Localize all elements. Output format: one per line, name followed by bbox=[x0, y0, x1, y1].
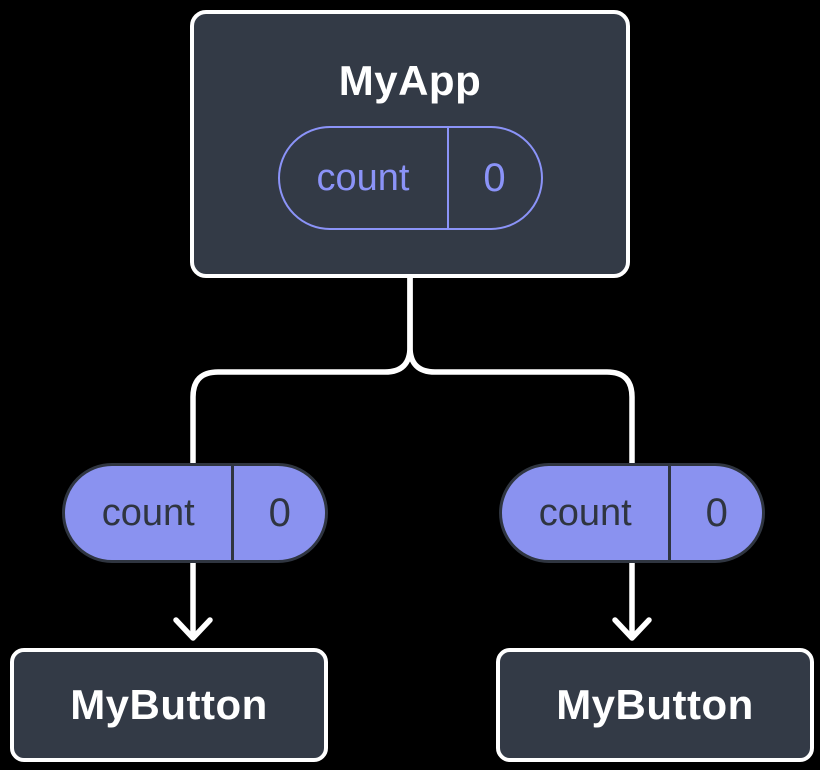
prop-pill-value-segment: 0 bbox=[268, 490, 291, 535]
root-state-pill: count 0 bbox=[277, 126, 543, 231]
root-component-box: MyApp count 0 bbox=[190, 10, 630, 278]
root-component-title: MyApp bbox=[338, 56, 482, 104]
arrowhead-right-icon bbox=[612, 617, 652, 641]
child-component-box-left: MyButton bbox=[10, 648, 328, 762]
prop-pill-left: count 0 bbox=[62, 463, 328, 563]
prop-pill-right: count 0 bbox=[499, 463, 765, 563]
prop-pill-value-segment: 0 bbox=[705, 490, 728, 535]
connector-right-branch bbox=[407, 272, 635, 635]
prop-pill-label-segment: count bbox=[65, 466, 235, 560]
connector-left-branch bbox=[190, 272, 413, 635]
prop-pill-label-segment: count bbox=[502, 466, 672, 560]
child-component-title: MyButton bbox=[70, 680, 268, 728]
arrowhead-left-icon bbox=[173, 617, 213, 641]
state-pill-value-segment: 0 bbox=[483, 155, 506, 200]
state-pill-label-segment: count bbox=[280, 128, 449, 229]
child-component-title: MyButton bbox=[556, 680, 754, 728]
child-component-box-right: MyButton bbox=[496, 648, 814, 762]
